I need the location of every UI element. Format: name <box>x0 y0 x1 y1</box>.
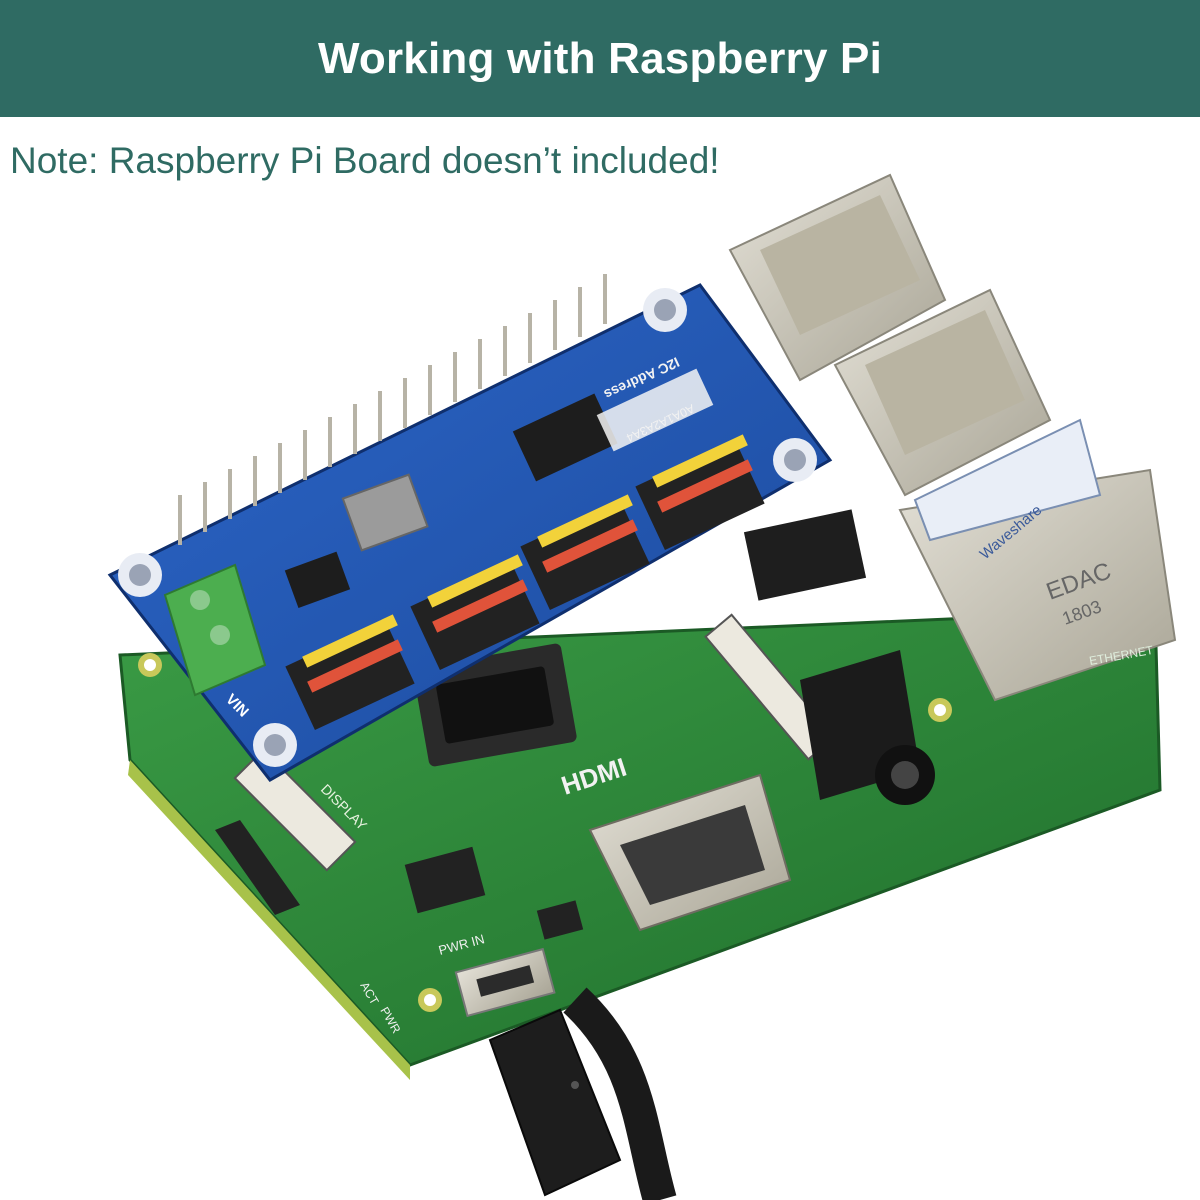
gpio-header-pins <box>178 274 607 545</box>
title-banner: Working with Raspberry Pi <box>0 0 1200 117</box>
micro-usb-port: PWR IN ACT PWR <box>357 931 556 1036</box>
raspberry-pi-board: DISPLAY HDMI PWR IN ACT PWR <box>118 173 1177 1080</box>
banner-title: Working with Raspberry Pi <box>317 33 883 83</box>
servo-driver-hat: I2C Address A0A1A2A3A4 VIN <box>107 274 833 782</box>
audio-jack <box>800 650 935 805</box>
servo-pin-rows <box>285 434 765 730</box>
note-text: Note: Raspberry Pi Board doesn’t include… <box>10 140 720 181</box>
micro-usb-cable <box>488 987 677 1200</box>
product-photo: DISPLAY HDMI PWR IN ACT PWR <box>107 173 1177 1200</box>
terminal-block: VIN <box>163 563 267 721</box>
usb-ports <box>728 173 1052 497</box>
